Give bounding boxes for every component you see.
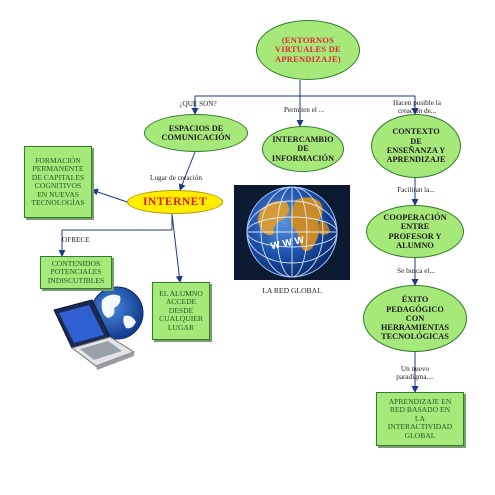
link-label-permiten: Permiten el ...: [283, 106, 325, 114]
laptop-globe-icon: [53, 286, 144, 370]
link-label-se-busca: Se busca el...: [397, 267, 435, 275]
world-wide-web-globe-image: [234, 185, 350, 280]
link-label-lugar-creacion: Lugar de creación: [150, 174, 202, 182]
link-label-facilitan: Facilitan la...: [397, 186, 435, 194]
node-internet: INTERNET: [127, 190, 223, 214]
link-label-que-son: ¿QUÉ SON?: [179, 100, 217, 108]
globe-caption: LA RED GLOBAL: [262, 286, 322, 295]
link-label-ofrece: OFRECE: [62, 236, 90, 244]
